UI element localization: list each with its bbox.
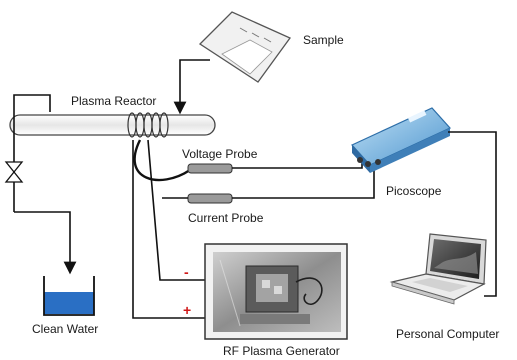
picoscope-label: Picoscope — [386, 184, 442, 198]
current-probe-body — [187, 193, 233, 204]
sample-feed-line — [173, 59, 210, 115]
beaker-icon — [198, 11, 291, 83]
current-probe-label: Current Probe — [188, 211, 264, 225]
valve-icon — [4, 161, 24, 183]
recycle-line — [13, 94, 51, 212]
sample-label: Sample — [303, 33, 344, 47]
personal-computer-label: Personal Computer — [396, 327, 500, 341]
plasma-reactor-label: Plasma Reactor — [71, 94, 157, 108]
clean-water-label: Clean Water — [32, 322, 99, 336]
probe-loop-cable — [133, 139, 191, 182]
rf-plasma-generator-label: RF Plasma Generator — [223, 344, 340, 358]
plasma-reactor-tube — [9, 114, 216, 136]
water-container-icon — [43, 276, 95, 316]
positive-terminal-sign: + — [183, 302, 192, 318]
usb-cable — [448, 131, 497, 297]
outlet-line — [14, 211, 77, 275]
rf-coil — [127, 112, 169, 138]
wire-positive — [132, 140, 205, 319]
plasma-generator-photo — [204, 243, 348, 340]
voltage-probe-body — [187, 163, 233, 174]
picoscope-device-icon — [351, 107, 451, 173]
laptop-icon — [389, 233, 487, 305]
negative-terminal-sign: - — [184, 264, 189, 280]
voltage-probe-label: Voltage Probe — [182, 147, 258, 161]
voltage-probe-cable — [232, 160, 363, 169]
wire-negative — [147, 139, 205, 281]
current-probe-cable — [232, 160, 375, 199]
